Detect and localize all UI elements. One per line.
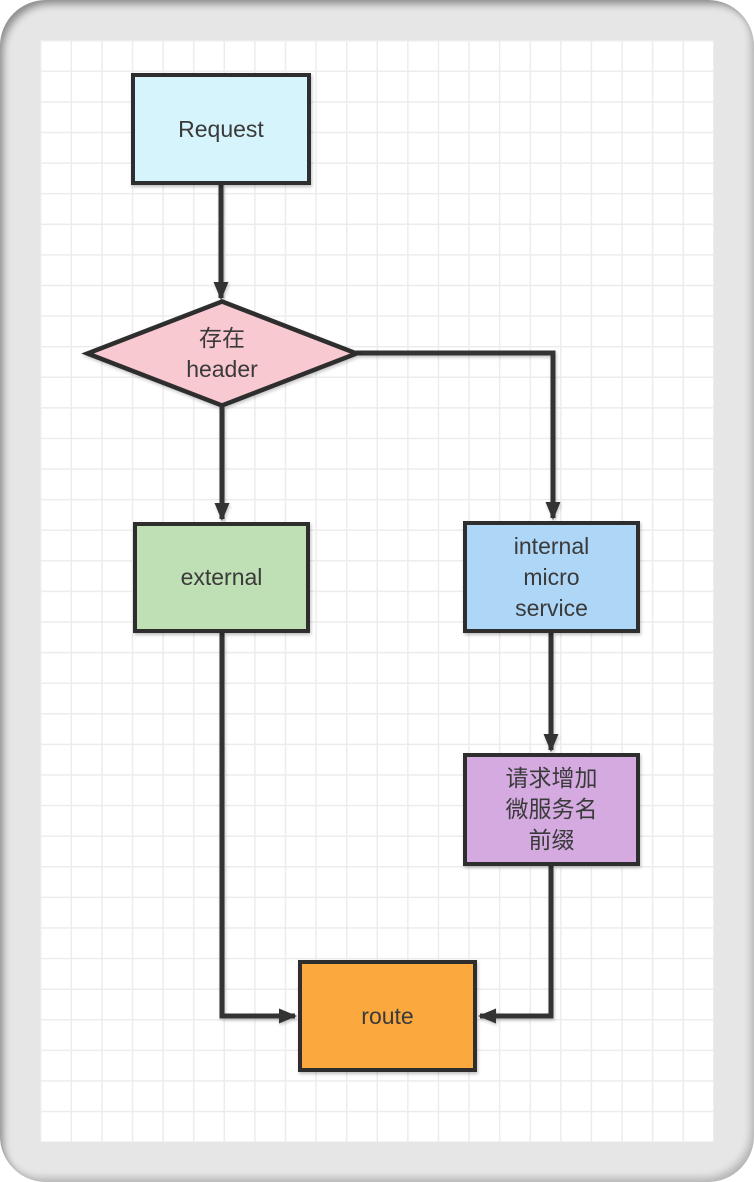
edges-layer xyxy=(81,185,561,1024)
node-external-label: external xyxy=(180,564,263,590)
diagram-canvas: Request 存在 header external internal micr… xyxy=(40,40,714,1142)
node-internal-micro-service-label: internal micro service xyxy=(513,532,590,621)
edge-header-check-to-internal xyxy=(356,350,561,520)
node-header-check-diamond xyxy=(81,299,363,408)
node-external: external xyxy=(133,522,310,633)
edge-prefix-to-route xyxy=(478,866,554,1024)
node-route-label: route xyxy=(361,1002,414,1029)
node-add-service-prefix-label: 请求增加 微服务名 前缀 xyxy=(505,765,598,853)
node-request: Request xyxy=(131,73,311,185)
node-add-service-prefix: 请求增加 微服务名 前缀 xyxy=(463,753,640,866)
node-internal-micro-service: internal micro service xyxy=(463,521,640,633)
node-header-check-label-box: 存在 header xyxy=(142,316,302,392)
edge-external-to-route xyxy=(219,633,297,1024)
node-request-label: Request xyxy=(178,115,264,142)
node-header-check-label: 存在 header xyxy=(186,325,258,382)
node-route: route xyxy=(298,960,477,1072)
